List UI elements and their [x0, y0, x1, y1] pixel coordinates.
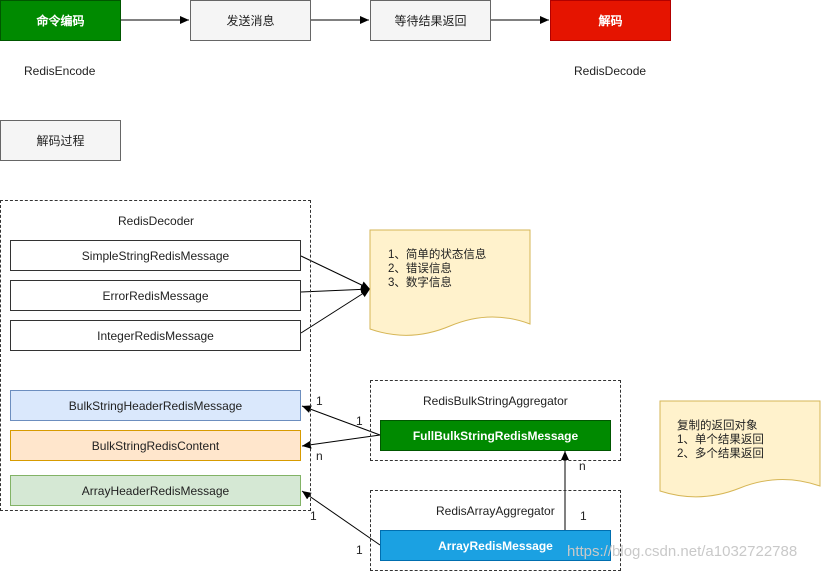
bulk-string-content: BulkStringRedisContent: [10, 430, 301, 461]
array-aggregator-title: RedisArrayAggregator: [436, 504, 555, 518]
integer-message: IntegerRedisMessage: [10, 320, 301, 351]
status-note-line-2: 2、错误信息: [388, 263, 452, 275]
status-note-line-1: 1、简单的状态信息: [388, 249, 487, 261]
status-note-shape: [369, 229, 531, 336]
simple-string-message: SimpleStringRedisMessage: [10, 240, 301, 271]
redis-decoder-container: [0, 200, 311, 511]
arrow-array-to-array-header: [301, 490, 381, 546]
multiplicity-label: 1: [356, 543, 363, 557]
bulk-string-aggregator-title: RedisBulkStringAggregator: [423, 394, 568, 408]
multiplicity-label: 1: [356, 414, 363, 428]
redis-decode-caption: RedisDecode: [574, 64, 647, 78]
decode-box: 解码: [550, 0, 671, 41]
array-redis-message: ArrayRedisMessage: [380, 530, 611, 561]
arrow-full-to-bulk-content: [301, 434, 381, 449]
return-object-note-shape: [659, 400, 821, 498]
full-bulk-string-message: FullBulkStringRedisMessage: [380, 420, 611, 451]
wait-result-box: 等待结果返回: [370, 0, 491, 41]
watermark: https://blog.csdn.net/a1032722788: [567, 543, 798, 560]
multiplicity-label: 1: [580, 509, 587, 523]
multiplicity-label: n: [579, 459, 586, 473]
return-note-line-1: 复制的返回对象: [677, 420, 758, 432]
decode-process-box: 解码过程: [0, 120, 121, 161]
array-header-message: ArrayHeaderRedisMessage: [10, 475, 301, 506]
arrow-simple-to-note: [300, 255, 371, 290]
status-note-line-3: 3、数字信息: [388, 277, 452, 289]
multiplicity-label: 1: [316, 394, 323, 408]
bulk-string-header-message: BulkStringHeaderRedisMessage: [10, 390, 301, 421]
command-encode-box: 命令编码: [0, 0, 121, 41]
arrow-integer-to-note: [300, 288, 371, 334]
arrow-full-to-bulk-header: [301, 405, 381, 436]
error-message: ErrorRedisMessage: [10, 280, 301, 311]
redis-decoder-title: RedisDecoder: [118, 214, 195, 228]
arrow-error-to-note: [300, 285, 371, 294]
send-message-box: 发送消息: [190, 0, 311, 41]
multiplicity-label: n: [316, 449, 323, 463]
multiplicity-label: 1: [310, 509, 317, 523]
return-note-line-3: 2、多个结果返回: [677, 448, 764, 460]
return-note-line-2: 1、单个结果返回: [677, 434, 764, 446]
bulk-string-aggregator-container: [370, 380, 621, 461]
redis-encode-caption: RedisEncode: [24, 64, 96, 78]
